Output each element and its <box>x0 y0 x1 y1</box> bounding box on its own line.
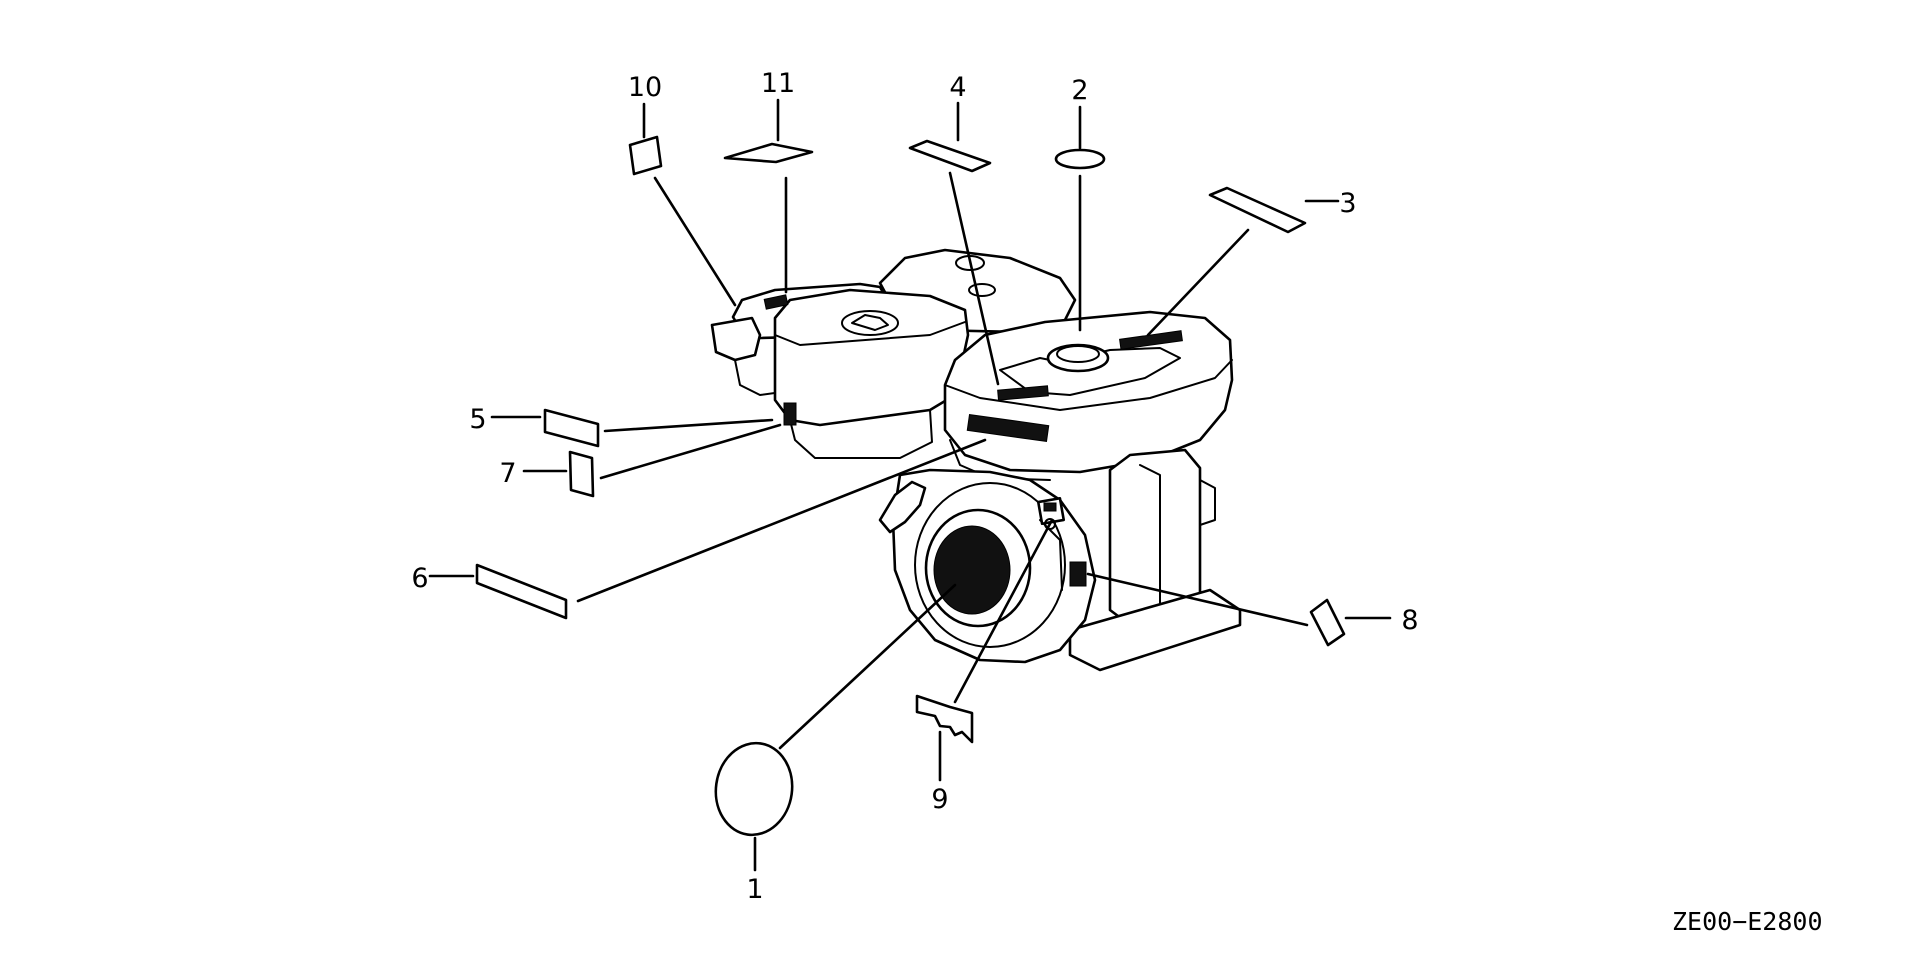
leader-lines <box>428 98 1392 872</box>
diagram-reference-code: ZE00−E2800 <box>1672 907 1823 936</box>
part-6-label <box>475 563 568 620</box>
tank-label-3 <box>1119 330 1183 350</box>
tank-label-4 <box>997 385 1049 401</box>
callout-11: 11 <box>761 68 795 99</box>
callout-10: 10 <box>628 72 662 103</box>
part-4-label <box>908 139 992 173</box>
part-11-label <box>723 142 814 164</box>
callout-numbers: 10 11 4 2 3 5 7 6 8 9 1 <box>411 68 1418 905</box>
part-1-emblem <box>714 741 794 837</box>
part-5-label <box>543 408 600 448</box>
tank-label-6 <box>966 413 1050 443</box>
part-8-label <box>1309 598 1346 647</box>
engine-body <box>710 248 1242 672</box>
callout-5: 5 <box>469 404 486 435</box>
part-3-strip-label <box>1208 186 1307 234</box>
air-cleaner-clip <box>710 316 762 362</box>
callout-2: 2 <box>1071 75 1088 106</box>
part-2-oval-label <box>1054 148 1106 170</box>
callout-1: 1 <box>746 874 763 905</box>
callout-4: 4 <box>949 72 966 103</box>
callout-9: 9 <box>931 784 948 815</box>
callout-8: 8 <box>1401 605 1418 636</box>
recoil-emblem <box>933 525 1011 615</box>
starter-grip <box>878 480 927 534</box>
part-9-label <box>915 694 974 744</box>
callout-3: 3 <box>1339 188 1356 219</box>
part-10-label <box>628 135 663 176</box>
callout-7: 7 <box>499 458 516 489</box>
callout-6: 6 <box>411 563 428 594</box>
label-parts <box>475 135 1346 837</box>
engine-base <box>1068 588 1242 672</box>
part-7-label <box>568 450 595 498</box>
